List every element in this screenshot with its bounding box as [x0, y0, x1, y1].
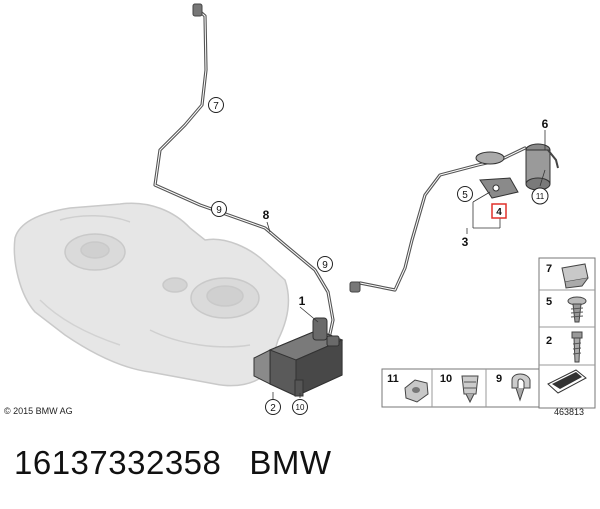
- bolt-icon: [571, 331, 583, 363]
- callout-10: 10: [292, 399, 308, 415]
- legend-10: 10: [440, 373, 452, 385]
- callout-6: 6: [542, 117, 549, 131]
- charcoal-canister: [253, 317, 344, 397]
- callout-8: 8: [263, 208, 270, 222]
- part-caption: 16137332358 BMW: [14, 444, 360, 482]
- svg-text:10: 10: [296, 403, 305, 412]
- brand-name: BMW: [249, 444, 332, 481]
- legend-11: 11: [387, 373, 399, 385]
- part-number: 16137332358: [14, 444, 222, 481]
- svg-text:3: 3: [462, 235, 469, 249]
- svg-text:6: 6: [542, 117, 549, 131]
- svg-text:9: 9: [322, 260, 328, 271]
- callout-11: 11: [531, 187, 549, 205]
- svg-text:4: 4: [496, 207, 502, 218]
- clip-icon: [561, 263, 589, 289]
- copyright-notice: © 2015 BMW AG: [4, 406, 73, 416]
- hose-connector-top: [192, 3, 203, 17]
- svg-text:9: 9: [216, 205, 222, 216]
- purge-valve: [525, 143, 559, 191]
- hose-clip-icon: [511, 373, 531, 402]
- svg-text:2: 2: [270, 403, 276, 414]
- purge-hose: [350, 146, 527, 292]
- svg-text:1: 1: [299, 294, 306, 308]
- legend-2: 2: [546, 335, 552, 347]
- legend-row: 11 10 9: [381, 368, 540, 408]
- callout-5: 5: [457, 186, 473, 202]
- arrow-icon: [547, 369, 587, 394]
- callout-9-upper: 9: [211, 201, 227, 217]
- screw-icon: [567, 296, 587, 323]
- callout-4-highlighted: 4: [491, 203, 507, 219]
- legend-panel: 7 5 2: [538, 257, 596, 409]
- callout-3: 3: [462, 235, 469, 249]
- legend-9: 9: [496, 373, 502, 385]
- fuel-tank-illustration: [13, 202, 290, 387]
- bracket-assembly: [475, 151, 519, 199]
- leader-lines: [266, 130, 546, 399]
- svg-text:7: 7: [213, 101, 219, 112]
- hose-connector-mid: [349, 281, 361, 293]
- diagram-reference-number: 463813: [554, 407, 585, 417]
- nut-icon: [404, 379, 429, 403]
- callout-1: 1: [299, 294, 306, 308]
- callout-7: 7: [208, 97, 224, 113]
- svg-text:5: 5: [462, 190, 468, 201]
- expansion-clip-icon: [461, 375, 479, 404]
- callout-2: 2: [265, 399, 281, 415]
- svg-text:8: 8: [263, 208, 270, 222]
- legend-5: 5: [546, 296, 552, 308]
- callout-9-lower: 9: [317, 256, 333, 272]
- legend-7: 7: [546, 263, 552, 275]
- svg-text:11: 11: [536, 192, 545, 201]
